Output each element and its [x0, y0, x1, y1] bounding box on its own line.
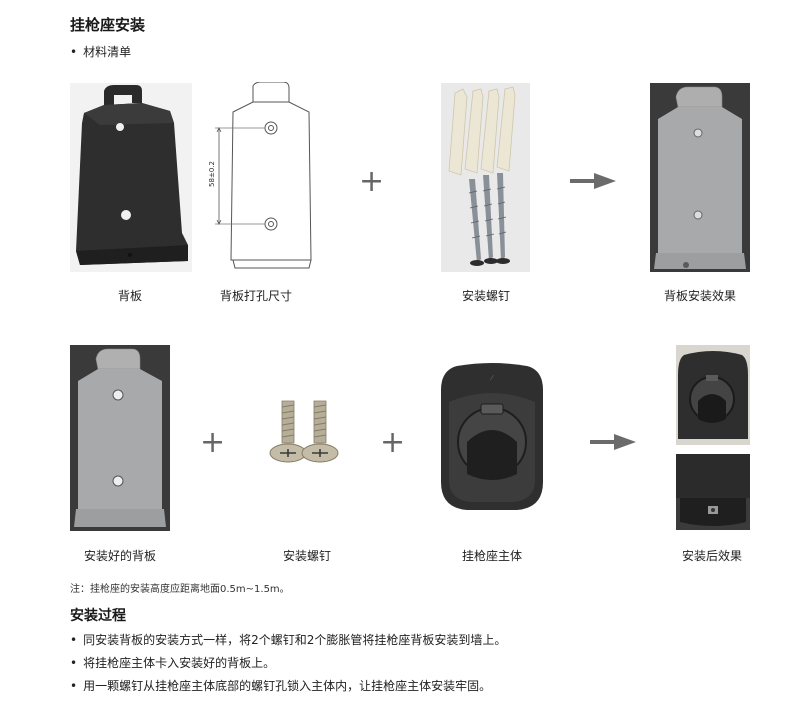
caption-drilling-dimension: 背板打孔尺寸 [219, 289, 292, 303]
step-1: 同安装背板的安装方式一样，将2个螺钉和2个膨胀管将挂枪座背板安装到墙上。 [70, 631, 506, 648]
svg-text:⁄: ⁄ [489, 374, 494, 382]
dimension-label: 58±0.2 [208, 161, 216, 187]
step-2: 将挂枪座主体卡入安装好的背板上。 [70, 654, 275, 671]
installed-effect-bottom-photo [676, 454, 750, 530]
back-plate-photo [70, 83, 192, 272]
installed-effect-top-photo [676, 345, 750, 445]
plus-icon: + [359, 164, 385, 199]
installation-height-note: 注：挂枪座的安装高度应距离地面0.5m~1.5m。 [70, 584, 290, 595]
plus-icon: + [200, 425, 226, 460]
materials-heading: 材料清单 [70, 43, 131, 60]
plate-installed-photo [650, 83, 750, 272]
step-3: 用一颗螺钉从挂枪座主体底部的螺钉孔锁入主体内，让挂枪座主体安装牢固。 [70, 677, 491, 694]
caption-back-plate: 背板 [117, 289, 142, 303]
drilling-dimension-drawing [205, 82, 315, 272]
arrow-right-icon [570, 172, 616, 190]
caption-screws: 安装螺钉 [282, 549, 331, 563]
caption-installed-effect: 安装后效果 [681, 549, 742, 563]
caption-plate-effect: 背板安装效果 [663, 289, 736, 303]
process-heading: 安装过程 [70, 608, 126, 624]
caption-mounting-screws: 安装螺钉 [461, 289, 510, 303]
caption-installed-plate: 安装好的背板 [83, 549, 156, 563]
arrow-right-icon [590, 433, 636, 451]
page-title: 挂枪座安装 [70, 16, 146, 34]
caption-holster-body: 挂枪座主体 [461, 549, 522, 563]
holster-body-photo: ⁄ [437, 362, 547, 512]
plus-icon: + [380, 425, 406, 460]
screws-photo [264, 395, 348, 467]
screws-anchors-photo [441, 83, 530, 272]
installed-plate-photo [70, 345, 170, 531]
